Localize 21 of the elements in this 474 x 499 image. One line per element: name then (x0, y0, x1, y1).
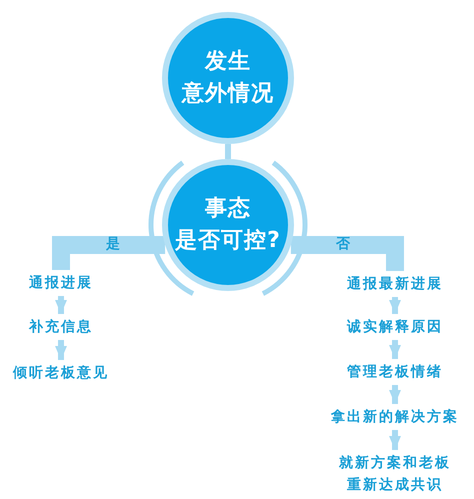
step-text: 管理老板情绪 (335, 361, 455, 383)
edge-label: 否 (336, 236, 350, 252)
step-text: 通报进展 (6, 272, 116, 294)
branch-bar (52, 236, 166, 270)
connector-line (225, 144, 231, 159)
step-text: 诚实解释原因 (335, 316, 455, 338)
step-text: 就新方案和老板重新达成共识 (336, 452, 454, 496)
step-text: 补充信息 (6, 316, 116, 338)
step-text: 通报最新进展 (335, 273, 455, 295)
down-arrow (55, 296, 67, 314)
edge-label: 是 (106, 236, 120, 252)
step-text: 拿出新的解决方案 (320, 406, 470, 428)
down-arrow (389, 340, 401, 359)
circle-text: 事态是否可控? (174, 195, 282, 255)
decision-circle (162, 159, 294, 291)
down-arrow (389, 297, 401, 314)
down-arrow (389, 385, 401, 404)
step-text: 倾听老板意见 (1, 362, 121, 384)
circle-text: 发生意外情况 (180, 48, 275, 108)
down-arrow (389, 430, 401, 450)
down-arrow (55, 340, 67, 360)
